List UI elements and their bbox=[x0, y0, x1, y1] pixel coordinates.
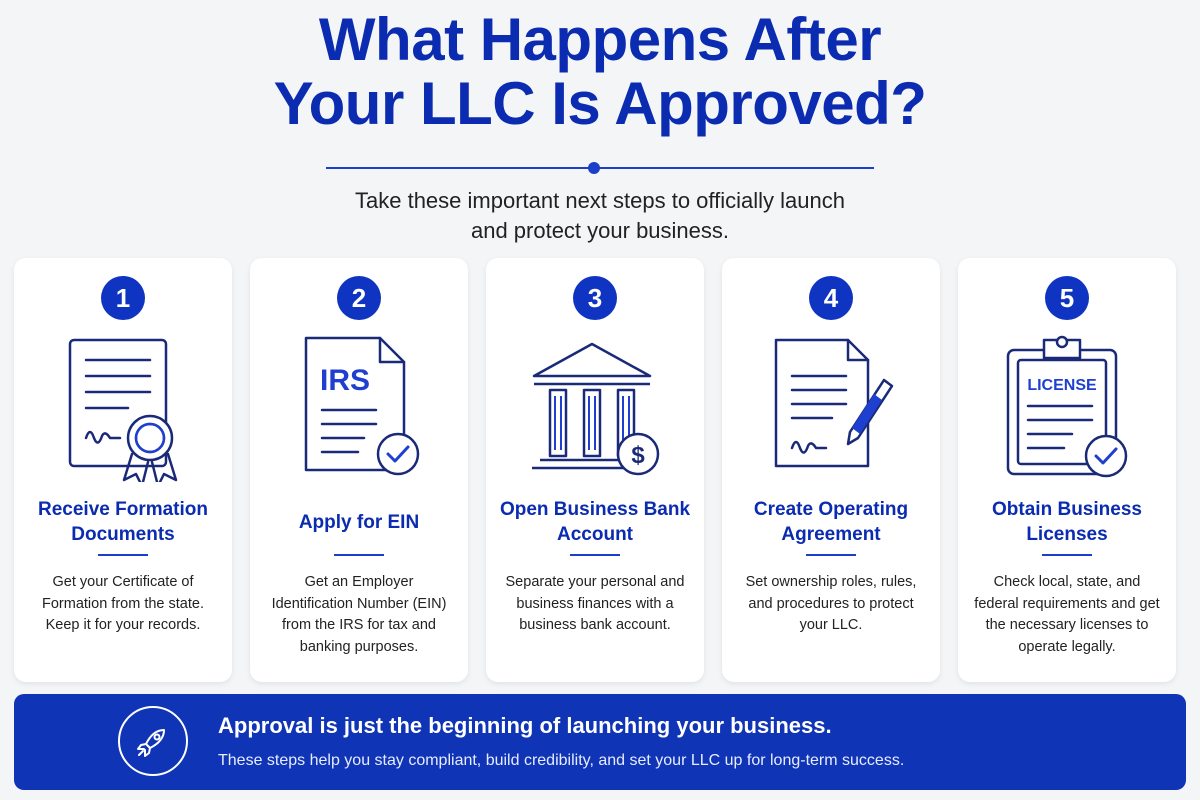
step-card-4: 4 Create Operating Agreement Set ownersh… bbox=[722, 258, 940, 682]
step-title-underline bbox=[806, 554, 856, 556]
license-label: LICENSE bbox=[1027, 377, 1097, 394]
step-number-badge: 3 bbox=[573, 276, 617, 320]
step-description: Get your Certificate of Formation from t… bbox=[42, 574, 204, 633]
title-divider-dot bbox=[588, 162, 600, 174]
step-description: Set ownership roles, rules, and procedur… bbox=[745, 574, 917, 633]
step-title: Open Business Bank Account bbox=[499, 499, 691, 545]
step-title: Create Operating Agreement bbox=[753, 499, 909, 545]
steps-list: 1 Receive Forma bbox=[14, 258, 1186, 682]
rocket-icon bbox=[118, 706, 188, 776]
page-subtitle: Take these important next steps to offic… bbox=[0, 186, 1200, 246]
page-title: What Happens After Your LLC Is Approved? bbox=[0, 8, 1200, 136]
step-title: Obtain Business Licenses bbox=[992, 499, 1142, 545]
page-subtitle-line-1: Take these important next steps to offic… bbox=[355, 188, 845, 213]
step-card-2: 2 IRS Apply for EIN Get an Employer Iden… bbox=[250, 258, 468, 682]
banner-headline: Approval is just the beginning of launch… bbox=[218, 713, 832, 738]
step-title-underline bbox=[1042, 554, 1092, 556]
bank-icon: $ bbox=[520, 332, 670, 482]
title-divider bbox=[326, 167, 874, 169]
page-subtitle-line-2: and protect your business. bbox=[470, 218, 730, 243]
license-clipboard-icon: LICENSE bbox=[992, 332, 1142, 482]
step-card-5: 5 LICENSE Obtain Business Licenses bbox=[958, 258, 1176, 682]
step-description: Separate your personal and business fina… bbox=[505, 574, 685, 633]
step-title-underline bbox=[334, 554, 384, 556]
step-title: Receive Formation Documents bbox=[38, 499, 208, 545]
page-title-line-1: What Happens After bbox=[318, 6, 882, 73]
step-card-3: 3 bbox=[486, 258, 704, 682]
agreement-pen-icon bbox=[756, 332, 906, 482]
step-number-badge: 5 bbox=[1045, 276, 1089, 320]
step-number-badge: 1 bbox=[101, 276, 145, 320]
step-number-badge: 4 bbox=[809, 276, 853, 320]
irs-document-icon: IRS bbox=[284, 332, 434, 482]
step-number-badge: 2 bbox=[337, 276, 381, 320]
footer-banner: Approval is just the beginning of launch… bbox=[14, 694, 1186, 790]
step-title: Apply for EIN bbox=[298, 511, 420, 533]
irs-label: IRS bbox=[320, 364, 370, 397]
step-description: Get an Employer Identification Number (E… bbox=[271, 574, 447, 655]
step-description: Check local, state, and federal requirem… bbox=[974, 574, 1160, 655]
step-title-underline bbox=[570, 554, 620, 556]
dollar-label: $ bbox=[631, 442, 645, 469]
banner-subtext: These steps help you stay compliant, bui… bbox=[218, 752, 905, 769]
certificate-icon bbox=[48, 332, 198, 488]
step-card-1: 1 Receive Forma bbox=[14, 258, 232, 682]
page-title-line-2: Your LLC Is Approved? bbox=[273, 70, 927, 137]
step-title-underline bbox=[98, 554, 148, 556]
